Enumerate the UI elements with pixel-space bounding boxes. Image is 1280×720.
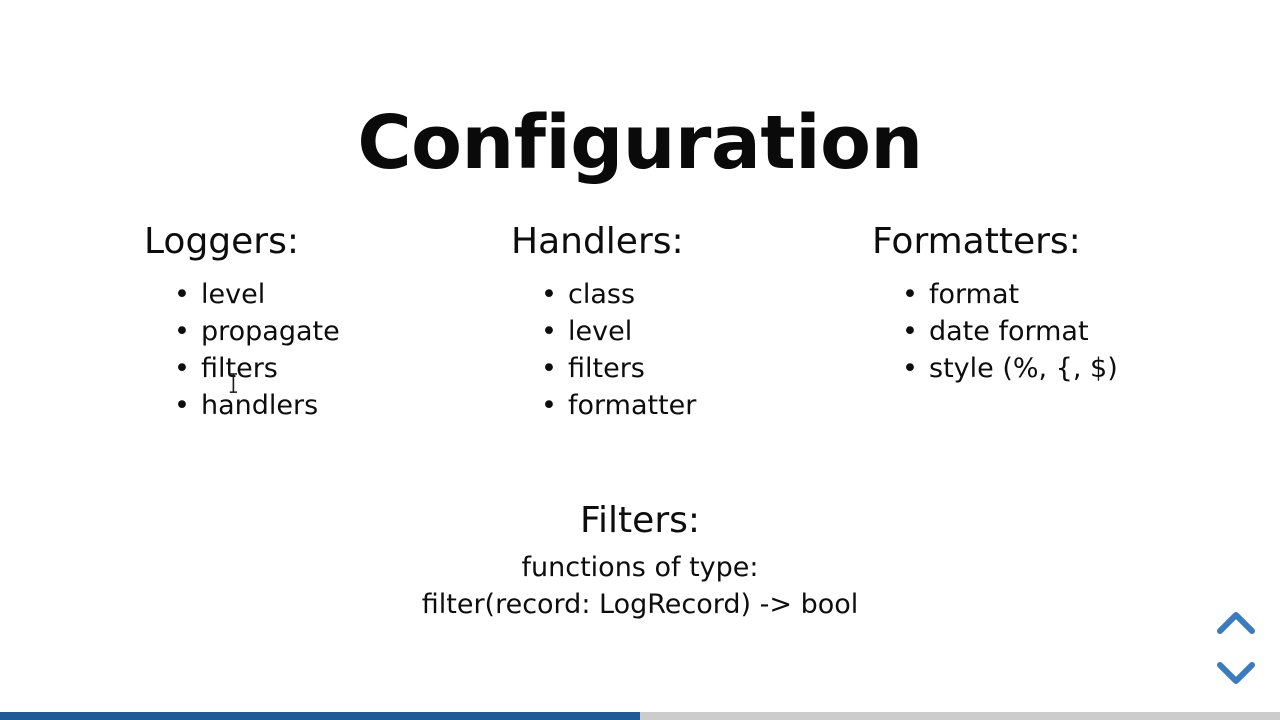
list-item: • format bbox=[902, 276, 1212, 313]
bullet-icon: • bbox=[541, 389, 557, 421]
next-slide-button[interactable] bbox=[1210, 652, 1262, 692]
slide-progress-bar[interactable] bbox=[0, 712, 1280, 720]
list-item: • class bbox=[541, 276, 841, 313]
list-item: • style (%, {, $) bbox=[902, 350, 1212, 387]
list-item: • formatter bbox=[541, 387, 841, 424]
column-heading-loggers: Loggers: bbox=[144, 221, 299, 262]
columns-container: Loggers: • level • propagate • filters •… bbox=[0, 222, 1280, 452]
page-title: Configuration bbox=[357, 99, 923, 186]
column-formatters: Formatters: • format • date format • sty… bbox=[872, 222, 1212, 387]
list-item-label: filters bbox=[568, 352, 645, 384]
list-item: • level bbox=[541, 313, 841, 350]
list-item-label: level bbox=[568, 315, 633, 347]
filters-section: Filters: functions of type: filter(recor… bbox=[0, 500, 1280, 623]
list-item-label: format bbox=[929, 278, 1020, 310]
list-item-label: level bbox=[201, 278, 266, 310]
list-item-label: class bbox=[568, 278, 636, 310]
previous-slide-button[interactable] bbox=[1210, 604, 1262, 644]
bullet-list-formatters: • format • date format • style (%, {, $) bbox=[872, 276, 1212, 387]
list-item-label: propagate bbox=[201, 315, 340, 347]
list-item: • handlers bbox=[174, 387, 474, 424]
bullet-icon: • bbox=[902, 315, 918, 347]
bullet-icon: • bbox=[174, 389, 190, 421]
list-item-label: date format bbox=[929, 315, 1089, 347]
list-item-label: handlers bbox=[201, 389, 319, 421]
list-item-label: formatter bbox=[568, 389, 697, 421]
bullet-list-loggers: • level • propagate • filters • handlers bbox=[144, 276, 474, 424]
filters-heading: Filters: bbox=[579, 500, 701, 541]
list-item-label: style (%, {, $) bbox=[929, 352, 1118, 384]
column-heading-formatters: Formatters: bbox=[872, 221, 1081, 262]
bullet-icon: • bbox=[174, 315, 190, 347]
chevron-down-icon bbox=[1217, 662, 1255, 684]
bullet-icon: • bbox=[541, 278, 557, 310]
bullet-icon: • bbox=[902, 278, 918, 310]
bullet-icon: • bbox=[541, 352, 557, 384]
bullet-icon: • bbox=[902, 352, 918, 384]
list-item: • date format bbox=[902, 313, 1212, 350]
bullet-list-handlers: • class • level • filters • formatter bbox=[511, 276, 841, 424]
slide-progress-fill bbox=[0, 712, 640, 720]
list-item: • level bbox=[174, 276, 474, 313]
column-handlers: Handlers: • class • level • filters • fo… bbox=[511, 222, 841, 424]
list-item-label: filters bbox=[201, 352, 278, 384]
list-item: • propagate bbox=[174, 313, 474, 350]
column-heading-handlers: Handlers: bbox=[511, 221, 684, 262]
bullet-icon: • bbox=[541, 315, 557, 347]
slide-navigation-arrows bbox=[1210, 604, 1262, 700]
filters-description-line-1: functions of type: bbox=[521, 552, 759, 584]
bullet-icon: • bbox=[174, 278, 190, 310]
list-item: • filters bbox=[174, 350, 474, 387]
list-item: • filters bbox=[541, 350, 841, 387]
bullet-icon: • bbox=[174, 352, 190, 384]
chevron-up-icon bbox=[1217, 612, 1255, 634]
filters-signature-line-2: filter(record: LogRecord) -> bool bbox=[421, 589, 859, 621]
column-loggers: Loggers: • level • propagate • filters •… bbox=[144, 222, 474, 424]
